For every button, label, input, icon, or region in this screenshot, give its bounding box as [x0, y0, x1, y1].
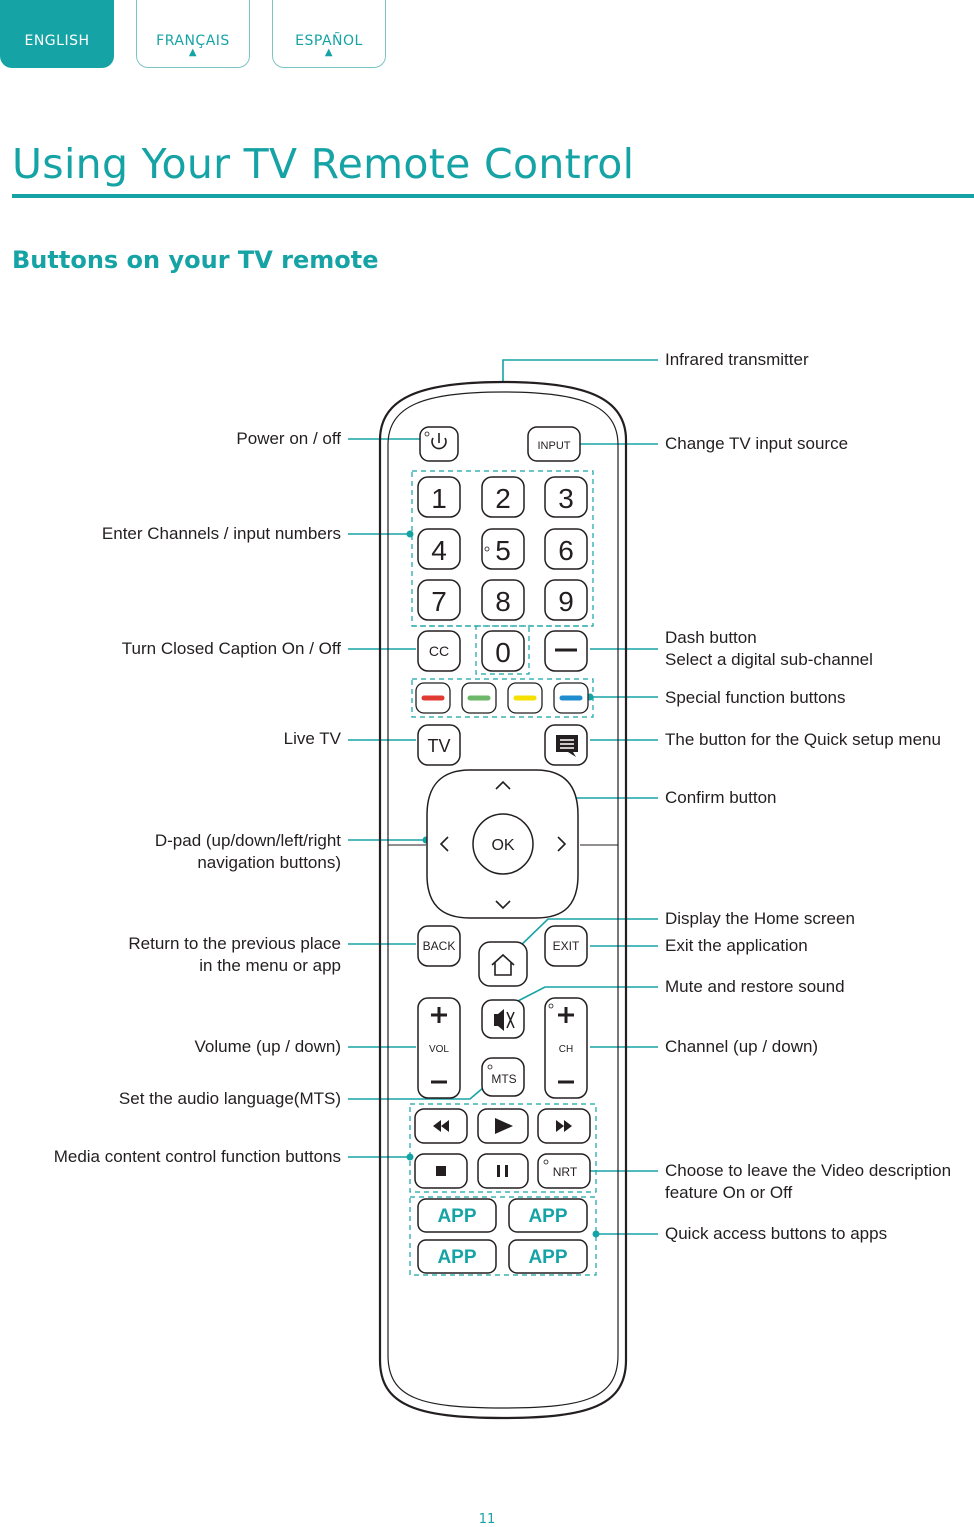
svg-text:0: 0	[495, 637, 511, 668]
cc-button: CC	[417, 630, 461, 672]
svg-text:MTS: MTS	[491, 1072, 516, 1086]
mute-button	[481, 999, 525, 1039]
power-button	[419, 426, 459, 462]
label-cc: Turn Closed Caption On / Off	[121, 639, 341, 658]
svg-text:CC: CC	[429, 643, 449, 659]
tab-espanol[interactable]: ESPAÑOL ▲	[272, 0, 386, 68]
svg-text:1: 1	[431, 483, 447, 514]
tab-francais[interactable]: FRANÇAIS ▲	[136, 0, 250, 68]
app-buttons	[417, 1198, 588, 1274]
label-volume: Volume (up / down)	[194, 1037, 341, 1056]
label-live-tv: Live TV	[283, 729, 341, 748]
svg-text:8: 8	[495, 586, 511, 617]
label-dpad-2: navigation buttons)	[197, 853, 341, 872]
label-home: Display the Home screen	[665, 909, 855, 928]
page-title: Using Your TV Remote Control	[12, 140, 635, 188]
section-subtitle: Buttons on your TV remote	[12, 246, 379, 274]
label-dash-1: Dash button	[665, 628, 757, 647]
mts-button: MTS	[481, 1057, 525, 1097]
arrow-up-icon: ▲	[324, 47, 334, 58]
title-rule	[12, 194, 974, 198]
page-number: 11	[478, 1512, 496, 1527]
tab-espanol-label: ESPAÑOL	[295, 33, 363, 49]
tab-english[interactable]: ENGLISH	[0, 0, 114, 68]
media-icons	[433, 1118, 572, 1177]
label-mute: Mute and restore sound	[665, 977, 845, 996]
number-pad	[417, 476, 588, 672]
svg-text:7: 7	[431, 586, 447, 617]
arrow-up-icon: ▲	[188, 47, 198, 58]
label-mts: Set the audio language(MTS)	[118, 1089, 341, 1108]
label-dash-2: Select a digital sub-channel	[665, 650, 873, 669]
app-labels: APP APP APP APP	[437, 1206, 567, 1268]
channel-rocker: CH	[544, 997, 588, 1099]
home-button	[478, 941, 528, 987]
svg-text:APP: APP	[528, 1206, 567, 1227]
label-nrt-1: Choose to leave the Video description	[665, 1161, 952, 1180]
label-back-1: Return to the previous place	[128, 934, 341, 953]
number-labels: 1 2 3 4 5 6 7 8 9 0	[431, 483, 574, 668]
label-dpad-1: D-pad (up/down/left/right	[154, 831, 341, 850]
label-exit: Exit the application	[665, 936, 808, 955]
dash-button	[544, 630, 588, 672]
svg-text:6: 6	[558, 535, 574, 566]
svg-text:2: 2	[495, 483, 511, 514]
tab-english-label: ENGLISH	[24, 33, 90, 49]
label-input: Change TV input source	[665, 434, 849, 453]
dpad: OK	[426, 769, 579, 919]
dashed-groups	[409, 470, 597, 1276]
tab-francais-label: FRANÇAIS	[156, 33, 230, 49]
quick-menu-button	[544, 724, 588, 766]
exit-button: EXIT	[544, 925, 588, 967]
svg-text:EXIT: EXIT	[553, 939, 580, 953]
input-button: INPUT	[527, 426, 581, 462]
svg-text:CH: CH	[559, 1044, 573, 1055]
label-special: Special function buttons	[665, 688, 846, 707]
svg-text:APP: APP	[528, 1247, 567, 1268]
back-button: BACK	[417, 925, 461, 967]
label-media: Media content control function buttons	[53, 1147, 341, 1166]
label-power: Power on / off	[236, 429, 341, 448]
remote-body	[378, 380, 628, 1420]
label-back-2: in the menu or app	[199, 956, 341, 975]
volume-rocker: VOL	[417, 997, 461, 1099]
svg-text:4: 4	[431, 535, 447, 566]
label-quick-setup: The button for the Quick setup menu	[665, 730, 941, 749]
label-infrared: Infrared transmitter	[665, 350, 809, 369]
label-apps: Quick access buttons to apps	[665, 1224, 888, 1243]
svg-text:5: 5	[495, 535, 511, 566]
label-numbers: Enter Channels / input numbers	[101, 524, 341, 543]
svg-text:NRT: NRT	[553, 1165, 578, 1179]
svg-text:INPUT: INPUT	[538, 440, 571, 452]
label-nrt-2: feature On or Off	[665, 1183, 793, 1202]
label-confirm: Confirm button	[665, 788, 777, 807]
label-channel: Channel (up / down)	[665, 1037, 819, 1056]
svg-text:VOL: VOL	[429, 1044, 449, 1055]
svg-text:TV: TV	[427, 736, 450, 756]
svg-text:OK: OK	[491, 837, 514, 854]
tv-button: TV	[417, 724, 461, 766]
svg-text:9: 9	[558, 586, 574, 617]
svg-text:APP: APP	[437, 1206, 476, 1227]
svg-text:3: 3	[558, 483, 574, 514]
svg-text:BACK: BACK	[423, 939, 456, 953]
svg-text:APP: APP	[437, 1247, 476, 1268]
